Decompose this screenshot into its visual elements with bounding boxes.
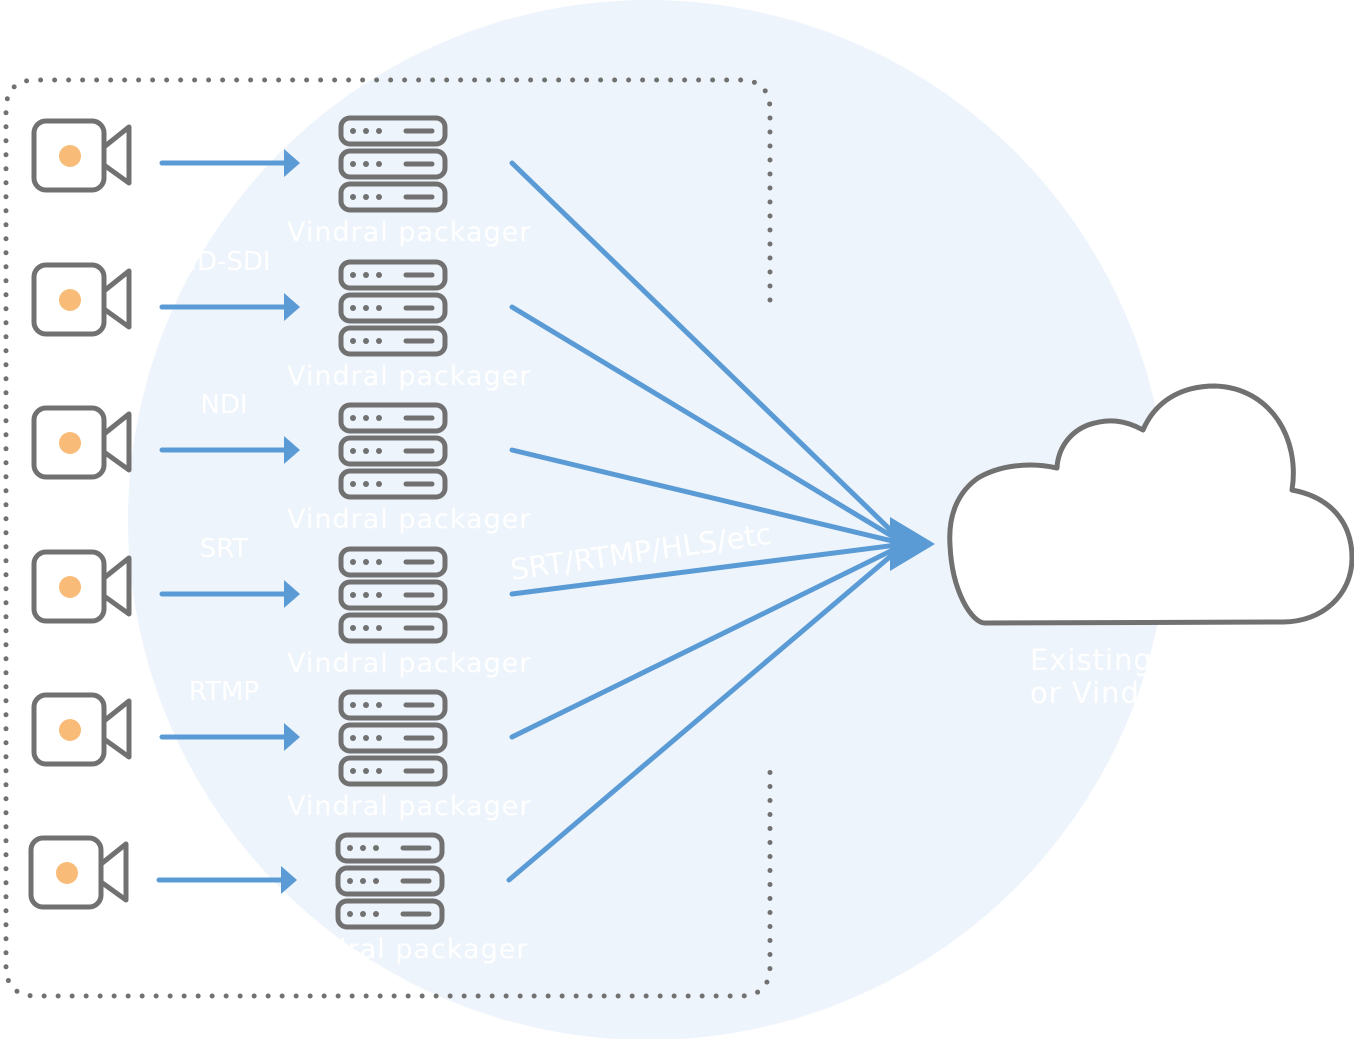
input-arrowhead bbox=[284, 293, 300, 321]
server-stack-icon bbox=[335, 832, 445, 930]
packager-label: Vindral packager bbox=[284, 934, 528, 965]
source-row: RTMP Vindral packager bbox=[31, 677, 531, 822]
server-stack-icon bbox=[338, 259, 448, 357]
output-connector bbox=[509, 541, 908, 740]
output-connector bbox=[509, 160, 908, 547]
video-camera-icon bbox=[31, 692, 132, 767]
packager-label: Vindral packager bbox=[287, 361, 531, 392]
cloud-label-line2: or Vindral bbox=[1030, 676, 1181, 710]
local-site-boundary bbox=[3, 77, 773, 999]
video-camera-icon bbox=[31, 118, 132, 193]
input-protocol-label: RTMP bbox=[189, 677, 259, 707]
source-row: NDI Vindral packager bbox=[31, 390, 531, 535]
server-stack-icon bbox=[338, 689, 448, 787]
input-arrowhead bbox=[284, 580, 300, 608]
input-protocol-label: SRT bbox=[200, 534, 249, 564]
output-connector bbox=[509, 304, 908, 547]
video-camera-icon bbox=[28, 835, 129, 910]
input-protocol-label: ... bbox=[209, 820, 234, 850]
source-row: Vindral packager bbox=[31, 115, 531, 248]
video-camera-icon bbox=[31, 405, 132, 480]
packager-label: Vindral packager bbox=[287, 217, 531, 248]
source-row: HD-SDI Vindral packager bbox=[31, 247, 531, 392]
video-camera-icon bbox=[31, 549, 132, 624]
input-arrowhead bbox=[284, 149, 300, 177]
output-connector bbox=[509, 447, 908, 547]
output-arrowhead bbox=[890, 517, 935, 571]
input-protocol-label: NDI bbox=[200, 390, 247, 420]
cloud-icon bbox=[947, 383, 1354, 626]
server-stack-icon bbox=[338, 115, 448, 213]
packager-label: Vindral packager bbox=[287, 791, 531, 822]
output-connector bbox=[509, 541, 908, 597]
input-arrowhead bbox=[284, 436, 300, 464]
video-camera-icon bbox=[31, 262, 132, 337]
input-protocol-label: HD-SDI bbox=[177, 247, 270, 277]
server-stack-icon bbox=[338, 402, 448, 500]
packager-label: Vindral packager bbox=[287, 504, 531, 535]
source-row: ... Vindral packager bbox=[28, 820, 528, 965]
server-stack-icon bbox=[338, 546, 448, 644]
cloud-label-line1: Existing bbox=[1030, 643, 1153, 677]
input-arrowhead bbox=[284, 723, 300, 751]
output-connector bbox=[506, 541, 908, 883]
output-connectors bbox=[506, 160, 908, 883]
source-row: SRT Vindral packager bbox=[31, 534, 531, 679]
packager-label: Vindral packager bbox=[287, 648, 531, 679]
input-arrowhead bbox=[281, 866, 297, 894]
